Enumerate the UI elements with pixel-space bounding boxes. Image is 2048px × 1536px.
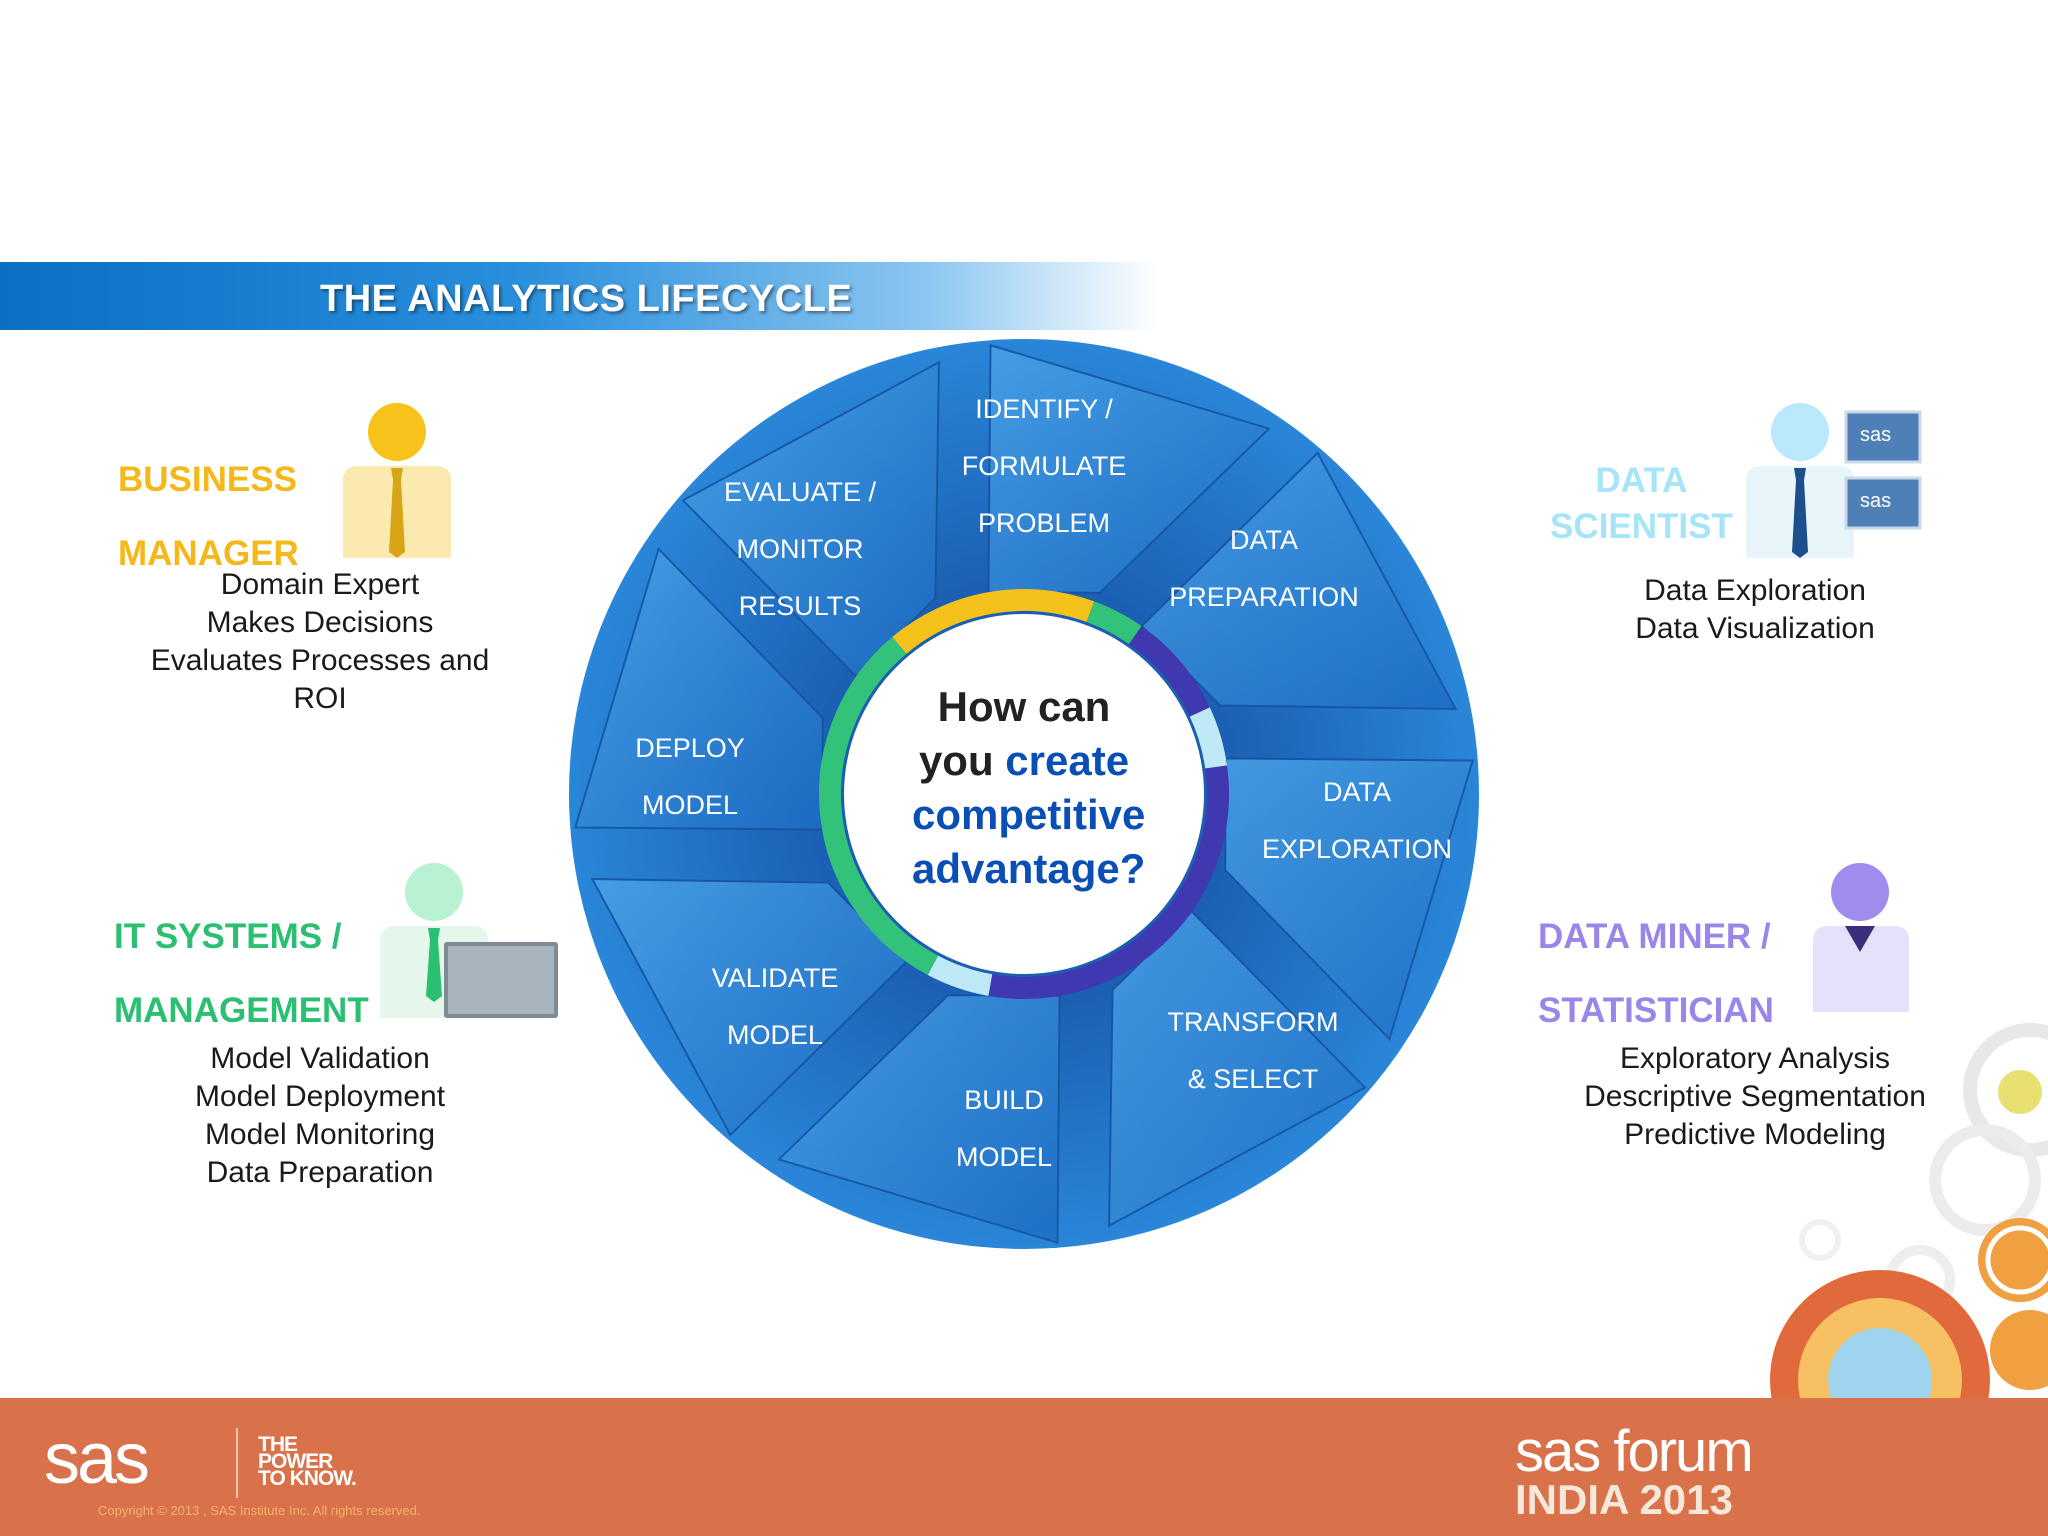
desc-line: Model Validation xyxy=(210,1042,430,1075)
segment-line: TRANSFORM xyxy=(1167,1007,1339,1037)
segment-line: DEPLOY xyxy=(635,733,745,763)
cycle-segment-shape xyxy=(1108,910,1367,1228)
center-color-ring xyxy=(819,589,1229,999)
ring-arc xyxy=(1086,601,1142,645)
copyright-text: Copyright © 2013 , SAS Institute Inc. Al… xyxy=(98,1503,421,1518)
desc-line: Makes Decisions xyxy=(206,606,434,639)
segment-line: MODEL xyxy=(641,790,739,820)
desc-line: ROI xyxy=(293,682,347,715)
cycle-segment-shapes xyxy=(573,343,1475,1245)
desc-line: Data Preparation xyxy=(206,1156,434,1189)
segment-line: RESULTS xyxy=(738,591,862,621)
role-data-miner-statistician: DATA MINER / STATISTICIAN xyxy=(1538,900,1774,1048)
data-scientist-description: Data Exploration Data Visualization xyxy=(1635,572,1875,648)
segment-line: VALIDATE xyxy=(711,963,839,993)
role-title-line: BUSINESS xyxy=(118,460,297,499)
event-logo-line2: INDIA 2013 xyxy=(1515,1476,1733,1523)
segment-line: MODEL xyxy=(955,1142,1053,1172)
data-miner-description: Exploratory Analysis Descriptive Segment… xyxy=(1584,1040,1926,1154)
role-title-line: STATISTICIAN xyxy=(1538,991,1774,1030)
role-business-manager: BUSINESS MANAGER xyxy=(118,443,299,591)
business-manager-description: Domain Expert Makes Decisions Evaluates … xyxy=(151,566,490,718)
it-person-with-server-icon xyxy=(380,863,558,1018)
ring-arc xyxy=(927,955,993,996)
segment-line: FORMULATE xyxy=(961,451,1127,481)
desc-line: Data Visualization xyxy=(1635,612,1875,645)
screen-logo-text: sas xyxy=(1860,490,1892,512)
segment-line: BUILD xyxy=(964,1085,1044,1115)
segment-line: EXPLORATION xyxy=(1261,834,1453,864)
cycle-segment-shape xyxy=(1140,451,1458,710)
role-title-line: MANAGEMENT xyxy=(114,991,369,1030)
segment-line: DATA xyxy=(1322,777,1392,807)
question-prefix: How can you xyxy=(918,683,1111,784)
desc-line: Descriptive Segmentation xyxy=(1584,1080,1926,1113)
segment-line: EVALUATE / xyxy=(723,477,877,507)
statistician-icon xyxy=(1813,863,1909,1012)
businessman-icon xyxy=(343,403,451,558)
desc-line: Domain Expert xyxy=(220,568,420,601)
scientist-with-screens-icon xyxy=(1746,403,1922,558)
ring-arc xyxy=(819,636,939,975)
segment-build-model: BUILD MODEL xyxy=(956,1072,1052,1186)
segment-data-preparation: DATA PREPARATION xyxy=(1169,512,1359,626)
role-title-line: SCIENTIST xyxy=(1550,507,1733,546)
segment-line: IDENTIFY / xyxy=(975,394,1113,424)
desc-line: Predictive Modeling xyxy=(1624,1118,1886,1151)
role-title-line: IT SYSTEMS / xyxy=(114,917,342,956)
segment-line: PREPARATION xyxy=(1169,582,1359,612)
segment-identify-formulate-problem: IDENTIFY / FORMULATE PROBLEM xyxy=(962,381,1127,552)
tagline-line: POWER xyxy=(258,1450,333,1473)
page-title: THE ANALYTICS LIFECYCLE xyxy=(320,278,853,320)
segment-line: MODEL xyxy=(726,1020,824,1050)
tagline: THE POWER TO KNOW. xyxy=(258,1433,357,1490)
segment-evaluate-monitor-results: EVALUATE / MONITOR RESULTS xyxy=(724,464,876,635)
decorative-circles xyxy=(1770,1023,2048,1398)
question-highlight: create competitive advantage? xyxy=(912,737,1146,892)
event-logo-line1: sas forum xyxy=(1515,1419,1754,1484)
tagline-line: THE xyxy=(258,1433,298,1456)
role-title-line: DATA xyxy=(1595,461,1688,500)
role-title-line: MANAGER xyxy=(118,534,299,573)
analytics-lifecycle-wheel xyxy=(569,339,1479,1249)
ring-arc xyxy=(988,765,1229,999)
segment-line: & SELECT xyxy=(1187,1064,1319,1094)
screen-logo-text: sas xyxy=(1860,424,1892,446)
desc-line: Exploratory Analysis xyxy=(1619,1042,1891,1075)
role-data-scientist: DATA SCIENTIST xyxy=(1550,458,1733,550)
desc-line: Model Deployment xyxy=(194,1080,446,1113)
title-banner xyxy=(0,262,1160,330)
footer-bar xyxy=(0,1398,2048,1536)
ring-arc xyxy=(1189,707,1228,769)
desc-line: Model Monitoring xyxy=(204,1118,436,1151)
role-title-line: DATA MINER / xyxy=(1538,917,1771,956)
cycle-segment-shape xyxy=(987,343,1272,594)
tagline-line: TO KNOW. xyxy=(258,1467,357,1490)
cycle-segment-shape xyxy=(1224,757,1475,1042)
cycle-segment-shape xyxy=(776,994,1061,1245)
it-systems-description: Model Validation Model Deployment Model … xyxy=(195,1040,445,1192)
role-it-systems-management: IT SYSTEMS / MANAGEMENT xyxy=(114,900,369,1048)
cycle-segment-shape xyxy=(590,878,908,1137)
center-question: How can you create competitive advantage… xyxy=(912,680,1145,896)
footer-divider xyxy=(236,1428,238,1498)
cycle-segment-shape xyxy=(681,360,940,678)
segment-transform-select: TRANSFORM & SELECT xyxy=(1168,994,1339,1108)
desc-line: Data Exploration xyxy=(1644,574,1866,607)
segment-line: MONITOR xyxy=(736,534,864,564)
ring-arc xyxy=(892,589,1095,654)
segment-data-exploration: DATA EXPLORATION xyxy=(1262,764,1452,878)
segment-deploy-model: DEPLOY MODEL xyxy=(635,720,745,834)
segment-line: DATA xyxy=(1229,525,1298,555)
sas-logo: sas xyxy=(44,1419,150,1499)
desc-line: Evaluates Processes and xyxy=(150,644,490,677)
segment-line: PROBLEM xyxy=(977,508,1111,538)
ring-arc xyxy=(1128,626,1210,717)
segment-validate-model: VALIDATE MODEL xyxy=(712,950,839,1064)
